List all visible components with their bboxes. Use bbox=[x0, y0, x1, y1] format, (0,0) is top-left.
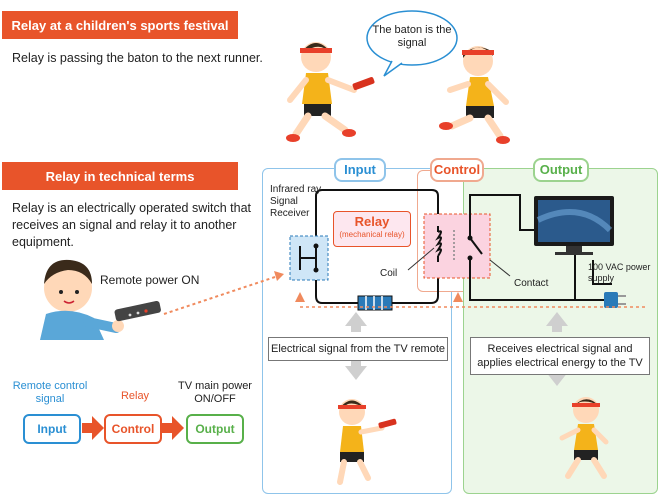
receiver-icon bbox=[289, 235, 329, 281]
power-plug-icon bbox=[604, 292, 626, 308]
relay-subtitle: (mechanical relay) bbox=[339, 230, 405, 239]
remote-label: Remote power ON bbox=[100, 273, 200, 287]
runner-girl-icon bbox=[286, 42, 375, 142]
relay-module-icon bbox=[423, 213, 491, 279]
receiver-label: Infrared ray Signal Receiver bbox=[270, 184, 322, 219]
battery-icon bbox=[357, 295, 393, 311]
output-circuit bbox=[469, 194, 612, 301]
coil-label: Coil bbox=[380, 268, 398, 279]
gray-arrows bbox=[345, 312, 568, 386]
flow-arrows bbox=[82, 416, 184, 440]
flow-control-caption: Relay bbox=[120, 390, 150, 402]
festival-text: Relay is passing the baton to the next r… bbox=[12, 51, 263, 65]
output-panel-title: Output bbox=[533, 158, 589, 182]
input-note: Electrical signal from the TV remote bbox=[268, 337, 448, 361]
contact-label: Contact bbox=[514, 278, 549, 289]
technical-banner: Relay in technical terms bbox=[2, 162, 238, 190]
runner-boy-bottom-icon bbox=[559, 397, 609, 479]
flow-input-box: Input bbox=[23, 414, 81, 444]
output-note: Receives electrical signal and applies e… bbox=[470, 337, 650, 375]
control-panel-title: Control bbox=[430, 158, 484, 182]
flow-output-box: Output bbox=[186, 414, 244, 444]
boy-with-remote-icon bbox=[40, 259, 161, 340]
tv-icon bbox=[534, 196, 614, 255]
relay-label-box: Relay (mechanical relay) bbox=[333, 211, 411, 247]
speech-bubble bbox=[366, 10, 458, 77]
input-panel-title: Input bbox=[334, 158, 386, 182]
runner-girl-bottom-icon bbox=[337, 399, 397, 485]
flow-control-box: Control bbox=[104, 414, 162, 444]
speech-text: The baton is the signal bbox=[372, 24, 452, 49]
supply-label: 100 VAC power supply bbox=[588, 262, 651, 283]
runner-boy-icon bbox=[439, 46, 510, 144]
technical-text: Relay is an electrically operated switch… bbox=[12, 201, 252, 249]
flow-output-caption: TV main power ON/OFF bbox=[178, 380, 252, 405]
festival-banner: Relay at a children's sports festival bbox=[2, 11, 238, 39]
relay-title: Relay bbox=[354, 214, 390, 229]
flow-input-caption: Remote control signal bbox=[12, 380, 88, 405]
